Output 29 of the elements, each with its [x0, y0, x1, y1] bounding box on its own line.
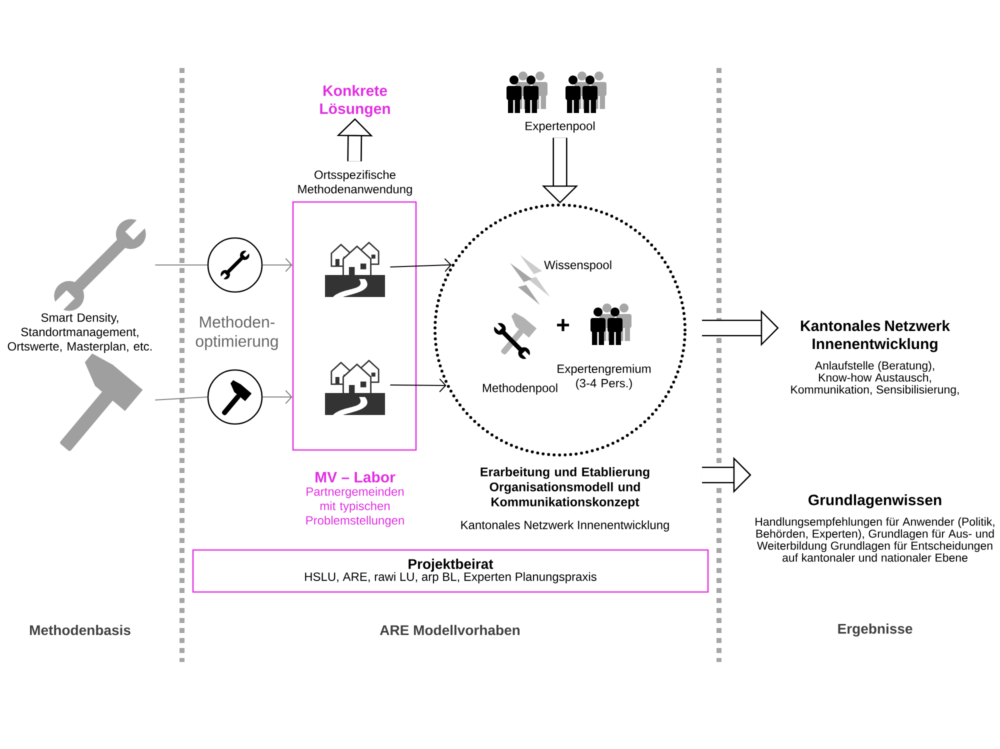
- description-text: Kantonales Netzwerk Innenentwicklung: [461, 520, 669, 532]
- plus-sign: +: [557, 318, 570, 332]
- advisory-box: Projektbeirat HSLU, ARE, rawi LU, arp BL, Experten Planungspraxis: [192, 549, 709, 593]
- method-label: Methoden- optimierung: [196, 316, 278, 350]
- arrow: [262, 390, 292, 404]
- box-heading: MV – Labor: [316, 472, 396, 482]
- node-label: Expertenpool: [526, 121, 595, 133]
- connector-line: [154, 396, 208, 400]
- arrow: [262, 258, 292, 272]
- result-text: Grundlagenwissen Handlungsempfehlungen für Anwender (Politik, Behörden, Experten), Grundlagen für Aus- und Weiterbildung Grundlagen für Entscheidungen auf kantonaler und nationaler Ebene: [756, 494, 994, 562]
- node-label: Ortsspezifische Methodenanwendung: [298, 170, 412, 196]
- houses-drawing: [325, 242, 385, 297]
- icon-label: Expertengremium (3-4 Pers.): [558, 364, 651, 390]
- houses-drawing: [325, 360, 385, 415]
- method-list: Smart Density, Standortmanagement, Ortswerte, Masterplan, etc.: [8, 313, 152, 353]
- arrow: [390, 258, 452, 272]
- result-text: Kantonales Netzwerk Innenentwicklung Anlaufstelle (Beratung), Know-how Austausch, Kommunikation, Sensibilisierung,: [791, 320, 959, 396]
- connector-line: [154, 264, 208, 266]
- column-heading: Ergebnisse: [838, 623, 912, 637]
- icon-label: Wissenspool: [544, 260, 612, 272]
- result-text: Konkrete Lösungen: [320, 84, 390, 118]
- icon-label: Methodenpool: [482, 383, 558, 395]
- arrow: [390, 378, 446, 392]
- hammer-drawing: [60, 353, 143, 451]
- description-text: Erarbeitung und Etablierung Organisationsmodell und Kommunikationskonzept: [480, 467, 650, 509]
- column-heading: Methodenbasis: [30, 624, 130, 636]
- wrench-drawing: [52, 217, 148, 313]
- box-text: Partnergemeinden mit typischen Problemstellungen: [306, 487, 404, 527]
- column-heading: ARE Modellvorhaben: [380, 624, 520, 636]
